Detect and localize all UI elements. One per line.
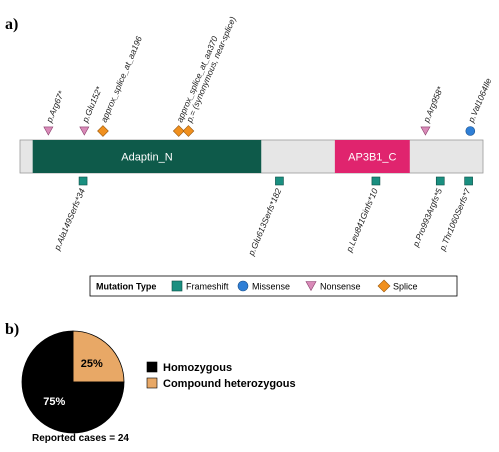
mutation-marker-missense: [465, 126, 476, 136]
domain-adaptin-n: [32, 140, 262, 173]
pie-slice-homozygous: [21, 330, 125, 434]
mutation-label: p.Glu613Serfs*182: [246, 187, 284, 258]
mutation-label: p.Thr1060Serfs*7: [437, 187, 473, 253]
pie-legend-swatch: [146, 377, 158, 389]
mutation-marker-splice: [97, 125, 109, 137]
mutation-marker-frameshift: [464, 176, 473, 186]
legend-frameshift-icon: [171, 280, 183, 292]
mutation-marker-splice: [172, 125, 185, 137]
mutation-marker-frameshift: [435, 176, 445, 186]
mutation-label: p.Arg958*: [421, 84, 446, 124]
pie-legend-label: Homozygous: [163, 362, 232, 374]
mutation-marker-splice: [182, 125, 195, 137]
domain-label: AP3B1_C: [348, 152, 396, 164]
pie-legend-label: Compound heterozygous: [163, 378, 296, 390]
mutation-label: p.Val1064Ile: [466, 76, 494, 124]
mutation-label: approx_splice_at_aa196: [99, 34, 145, 123]
legend-item-label: Nonsense: [320, 282, 361, 292]
mutation-label: p.Arg67*: [44, 89, 67, 125]
reported-cases-note: Reported cases = 24: [32, 433, 129, 444]
legend-missense-icon: [237, 280, 249, 292]
mutation-label: p.Ala149Serfs*34: [51, 187, 87, 253]
legend-item-label: Frameshift: [186, 282, 229, 292]
pie-slice-label: 25%: [81, 358, 103, 370]
legend-title: Mutation Type: [96, 282, 156, 292]
mutation-label: p.Pro993Argfs*5: [410, 187, 444, 249]
legend-item-label: Splice: [393, 282, 418, 292]
legend-item-label: Missense: [252, 282, 290, 292]
panel-a-label: a): [5, 16, 18, 33]
zygosity-pie-chart: 25% 75%: [21, 330, 125, 434]
mutation-label: p.= (synonymous, near-splice): [184, 15, 238, 125]
mutation-marker-nonsense: [43, 126, 54, 136]
domain-ap3b1-c: [334, 140, 410, 173]
mutation-marker-nonsense: [420, 126, 431, 136]
panel-b-label: b): [5, 321, 19, 338]
mutation-label: p.Leu841Ginfs*10: [344, 187, 380, 255]
pie-slice-label: 75%: [43, 396, 65, 408]
mutation-marker-frameshift: [371, 176, 381, 186]
mutation-marker-frameshift: [78, 176, 88, 186]
mutation-marker-nonsense: [79, 126, 90, 136]
mutation-type-legend: Mutation Type Frameshift Missense Nonsense S…: [89, 275, 458, 297]
pie-slice-compound-heterozygous: [72, 330, 125, 383]
domain-label: Adaptin_N: [121, 152, 172, 164]
legend-splice-icon: [377, 279, 391, 293]
pie-legend-swatch: [146, 361, 158, 373]
mutation-marker-frameshift: [275, 176, 284, 186]
legend-nonsense-icon: [305, 281, 317, 292]
